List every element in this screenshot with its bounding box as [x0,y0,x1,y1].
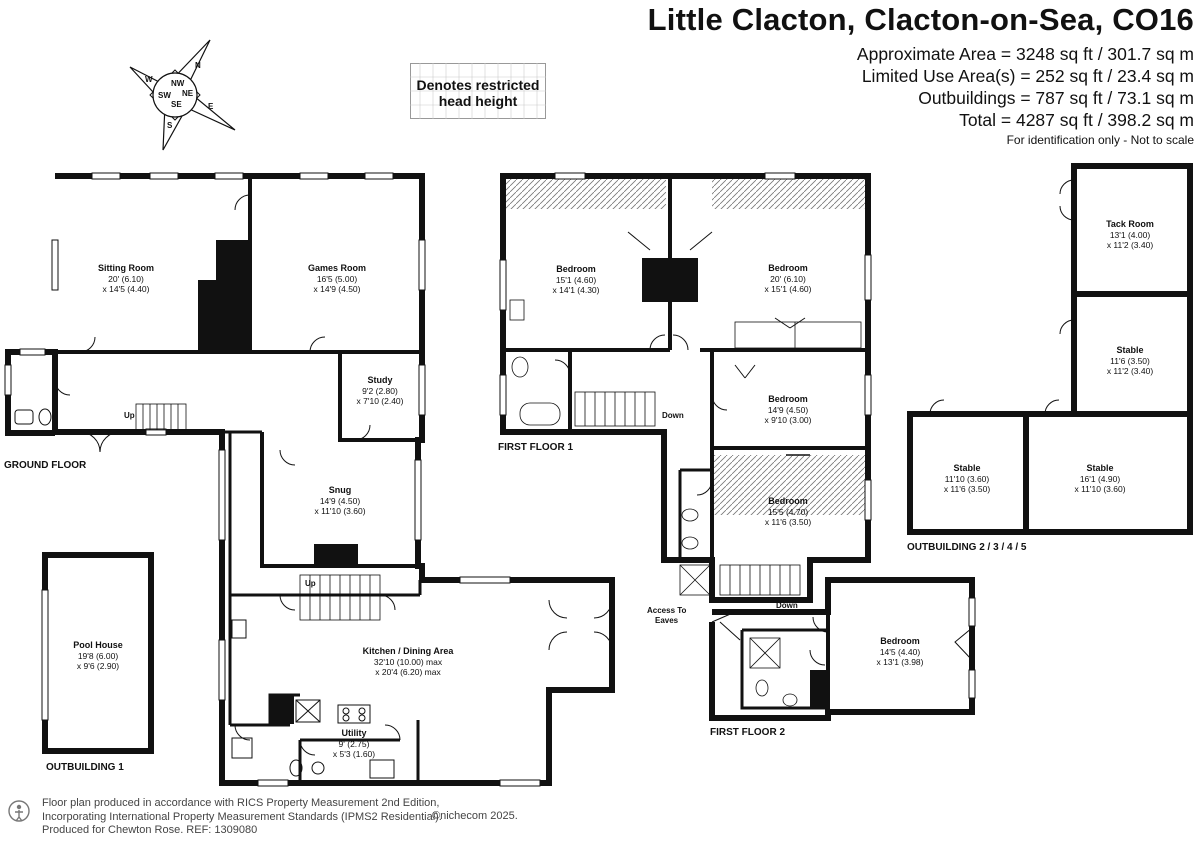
bedroom-5-dim2: x 13'1 (3.98) [877,657,924,667]
footer-line-2: Incorporating International Property Mea… [42,810,442,823]
kitchen-name: Kitchen / Dining Area [363,646,455,656]
snug-dim1: 14'9 (4.50) [320,496,361,506]
bedroom-2-name: Bedroom [768,263,808,273]
bedroom-3-dim2: x 9'10 (3.00) [765,415,812,425]
legend-line-1: Denotes restricted [416,77,540,93]
outbuilding-2-5-label: OUTBUILDING 2 / 3 / 4 / 5 [907,542,1027,553]
bedroom-2-dim1: 20' (6.10) [770,274,806,284]
games-room-dim1: 16'5 (5.00) [317,274,358,284]
legend-line-2: head height [438,93,518,109]
stable-3-dim2: x 11'10 (3.60) [1074,484,1125,494]
utility-dim2: x 5'3 (1.60) [333,749,375,759]
games-room-dim2: x 14'9 (4.50) [314,284,361,294]
bedroom-4-dim1: 15'5 (4.70) [768,507,809,517]
utility-dim1: 9' (2.75) [339,739,370,749]
stable-1-dim2: x 11'2 (3.40) [1107,366,1154,376]
bedroom-2-dim2: x 15'1 (4.60) [765,284,812,294]
stable-3-dim1: 16'1 (4.90) [1080,474,1121,484]
compass-s: S [167,121,173,130]
sitting-room-name: Sitting Room [98,263,154,273]
study-dim1: 9'2 (2.80) [362,386,398,396]
bedroom-5-dim1: 14'5 (4.40) [880,647,921,657]
stable-2-dim2: x 11'6 (3.50) [944,484,991,494]
kitchen-dim2: x 20'4 (6.20) max [375,667,441,677]
access-eaves-label-1: Access To [647,606,687,615]
compass-n: N [195,61,201,70]
room-labels: Sitting Room 20' (6.10) x 14'5 (4.40) Ga… [73,219,1154,759]
outbuildings-area: Outbuildings = 787 sq ft / 73.1 sq m [918,88,1194,108]
identification-note: For identification only - Not to scale [1006,133,1194,147]
person-logo-icon [8,800,30,822]
pool-house-dim2: x 9'6 (2.90) [77,661,119,671]
sitting-room-dim1: 20' (6.10) [108,274,144,284]
compass-e: E [208,102,214,111]
study-dim2: x 7'10 (2.40) [357,396,404,406]
bedroom-1-dim1: 15'1 (4.60) [556,275,597,285]
bedroom-5-name: Bedroom [880,636,920,646]
snug-name: Snug [329,485,352,495]
pool-house-dim1: 19'8 (6.00) [78,651,119,661]
footer-line-1: Floor plan produced in accordance with R… [42,797,440,809]
utility-name: Utility [341,728,366,738]
stable-1-name: Stable [1116,345,1143,355]
bedroom-1-dim2: x 14'1 (4.30) [553,285,600,295]
first-floor-2-plan [709,577,976,721]
compass-sw: SW [158,91,171,100]
study-name: Study [367,375,392,385]
snug-stairs-up-label: Up [305,579,316,588]
tack-room-dim2: x 11'2 (3.40) [1107,240,1154,250]
stable-2-dim1: 11'10 (3.60) [945,474,990,484]
compass-se: SE [171,100,182,109]
approximate-area: Approximate Area = 3248 sq ft / 301.7 sq… [856,44,1194,64]
hatch-swatch-icon [410,63,546,119]
bedroom-3-name: Bedroom [768,394,808,404]
limited-use-area: Limited Use Area(s) = 252 sq ft / 23.4 s… [861,66,1194,86]
bedroom-1-name: Bedroom [556,264,596,274]
second-stairs-down-label: Down [776,601,798,610]
footer-line-3: Produced for Chewton Rose. REF: 1309080 [42,824,258,836]
restricted-head-height-legend: Denotes restricted head height [410,63,546,119]
ground-stairs-up-label: Up [124,411,135,420]
compass-w: W [145,75,153,84]
snug-dim2: x 11'10 (3.60) [314,506,365,516]
first-stairs-down-label: Down [662,411,684,420]
access-eaves-label-2: Eaves [655,616,679,625]
stable-1-dim1: 11'6 (3.50) [1110,356,1150,366]
compass-nw: NW [171,79,185,88]
tack-room-dim1: 13'1 (4.00) [1110,230,1151,240]
first-floor-2-label: FIRST FLOOR 2 [710,727,785,738]
ground-floor-label: GROUND FLOOR [4,460,87,471]
first-floor-1-plan [499,172,872,603]
sitting-room-dim2: x 14'5 (4.40) [103,284,150,294]
bedroom-4-name: Bedroom [768,496,808,506]
stable-3-name: Stable [1086,463,1113,473]
total-area: Total = 4287 sq ft / 398.2 sq m [959,110,1194,130]
tack-room-name: Tack Room [1106,219,1154,229]
footer-disclaimer: Floor plan produced in accordance with R… [42,797,518,838]
outbuilding-2-5-plan [907,163,1193,535]
kitchen-dim1: 32'10 (10.00) max [374,657,443,667]
games-room-name: Games Room [308,263,366,273]
bedroom-4-dim2: x 11'6 (3.50) [765,517,812,527]
ground-floor-plan [4,172,615,787]
pool-house-name: Pool House [73,640,123,650]
compass-rose-icon: N E S W NW NE SE SW [129,39,236,151]
compass-ne: NE [182,89,194,98]
pool-house-plan [41,552,154,754]
footer-copyright: ©nichecom 2025. [432,810,518,822]
stable-2-name: Stable [953,463,980,473]
bedroom-3-dim1: 14'9 (4.50) [768,405,809,415]
outbuilding-1-label: OUTBUILDING 1 [46,762,124,773]
first-floor-1-label: FIRST FLOOR 1 [498,442,573,453]
property-title: Little Clacton, Clacton-on-Sea, CO16 [647,2,1194,37]
